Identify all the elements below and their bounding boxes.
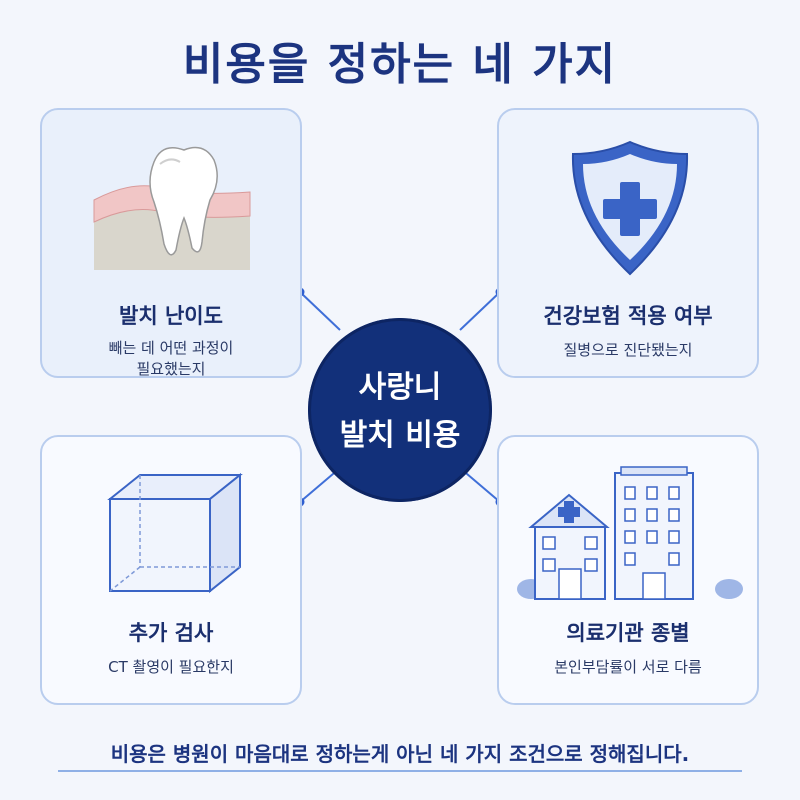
- page-title: 비용을 정하는 네 가지: [182, 39, 618, 90]
- card-additional-exam: 추가 검사 CT 촬영이 필요한지: [40, 435, 302, 705]
- center-title-line1: 사랑니: [358, 370, 442, 405]
- hospital-building-icon: [517, 466, 743, 600]
- card-description: CT 촬영이 필요한지: [108, 658, 234, 676]
- card-description: 본인부담률이 서로 다름: [554, 658, 702, 676]
- card-title: 건강보험 적용 여부: [543, 304, 713, 328]
- card-description: 질병으로 진단됐는지: [563, 341, 693, 359]
- card-institution-type: 의료기관 종별 본인부담률이 서로 다름: [497, 435, 759, 705]
- cube-icon: [107, 472, 243, 594]
- center-title-line2: 발치 비용: [339, 418, 461, 453]
- card-description: 빼는 데 어떤 과정이 필요했는지: [108, 339, 234, 378]
- card-title: 발치 난이도: [119, 304, 223, 328]
- shield-cross-icon: [571, 140, 689, 276]
- tooth-icon: [93, 146, 251, 270]
- footer-underline: [58, 770, 742, 772]
- card-extraction-difficulty: 발치 난이도 빼는 데 어떤 과정이 필요했는지: [40, 108, 302, 378]
- footer-summary: 비용은 병원이 마음대로 정하는게 아닌 네 가지 조건으로 정해집니다.: [110, 742, 690, 766]
- center-topic-circle: 사랑니 발치 비용: [308, 318, 492, 502]
- card-title: 추가 검사: [128, 621, 214, 645]
- card-title: 의료기관 종별: [566, 621, 690, 645]
- card-health-insurance: 건강보험 적용 여부 질병으로 진단됐는지: [497, 108, 759, 378]
